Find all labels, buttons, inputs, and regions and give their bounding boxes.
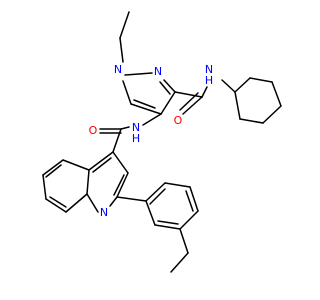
bond: [262, 105, 282, 124]
bond: [179, 228, 189, 254]
molecule-structure: N N N H O N H O N: [42, 11, 282, 273]
bond: [164, 182, 191, 188]
bond: [145, 182, 166, 202]
atom-label-hydrogen: H: [132, 132, 140, 145]
bond: [170, 252, 189, 273]
bond: [65, 193, 88, 213]
bond: [62, 159, 90, 171]
bond: [120, 126, 130, 130]
bond: [124, 72, 153, 76]
bond: [116, 172, 129, 198]
molecule-canvas: N N N H O N H O N: [42, 11, 282, 273]
bond: [112, 151, 129, 174]
bond: [92, 157, 112, 173]
bond: [179, 92, 199, 111]
bond: [271, 81, 282, 107]
bond: [163, 79, 176, 93]
bond: [189, 186, 199, 212]
atom-label-oxygen: O: [89, 124, 98, 137]
bond: [145, 200, 156, 226]
bond: [149, 188, 166, 205]
bond: [157, 220, 179, 225]
bond: [122, 80, 132, 105]
bond: [45, 164, 62, 178]
bond: [221, 79, 236, 93]
bond: [185, 190, 194, 212]
atom-label-nitrogen: N: [205, 63, 213, 76]
atom-label-oxygen: O: [174, 114, 183, 127]
bond: [45, 198, 67, 213]
bond: [201, 86, 208, 98]
bond: [113, 174, 125, 196]
bond: [154, 224, 181, 230]
bond: [112, 128, 122, 153]
bond: [182, 96, 203, 115]
atom-label-nitrogen: N: [114, 63, 122, 76]
atom-label-nitrogen: N: [100, 206, 108, 219]
atom-label-nitrogen: N: [132, 121, 140, 134]
bond: [130, 103, 162, 115]
bond: [119, 37, 124, 63]
bond: [234, 91, 241, 120]
bond: [159, 81, 171, 95]
bond: [86, 193, 99, 213]
bond: [133, 99, 156, 109]
bond: [249, 77, 273, 83]
bond: [42, 174, 47, 200]
bond: [179, 210, 199, 230]
bond: [119, 11, 130, 39]
bond: [42, 159, 64, 176]
atom-label-hydrogen: H: [205, 74, 213, 87]
atom-label-nitrogen: N: [154, 65, 162, 78]
bond: [109, 196, 118, 207]
bond: [142, 113, 162, 126]
bond: [116, 196, 147, 202]
bond: [160, 91, 176, 115]
bond: [239, 118, 264, 124]
bond: [86, 169, 90, 195]
bond: [88, 151, 114, 171]
bond: [234, 77, 251, 93]
bond: [49, 196, 67, 208]
bond: [174, 91, 203, 98]
